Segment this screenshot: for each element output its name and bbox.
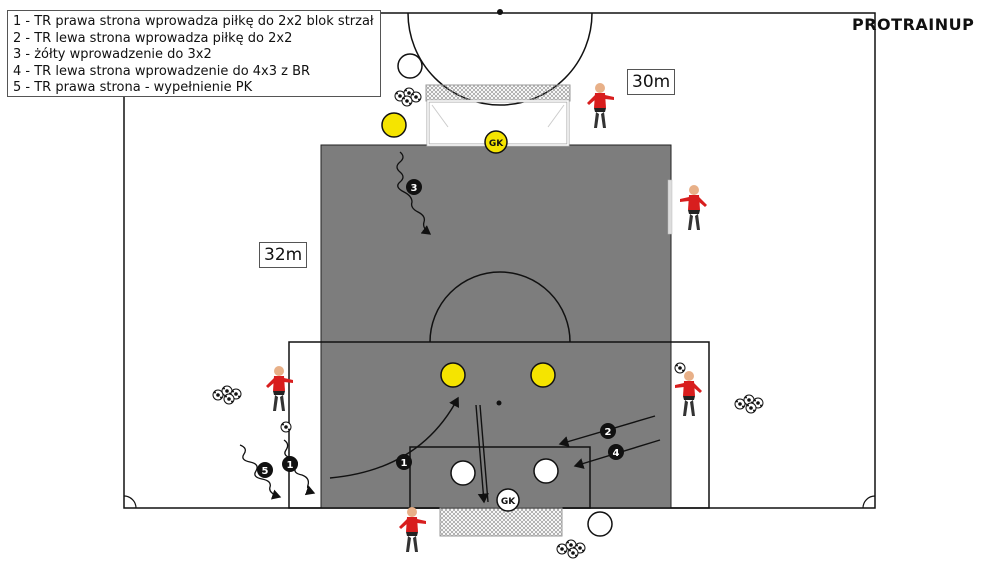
- yellow-player: [381, 112, 407, 138]
- penalty-spot: [496, 400, 502, 406]
- sequence-marker: 1: [282, 456, 298, 472]
- sequence-marker: 2: [600, 423, 616, 439]
- dribble-arrow-3: [396, 151, 432, 235]
- dimension-length-label: 32m: [259, 242, 308, 268]
- ball-icon: [674, 362, 686, 374]
- ball-cluster-icon: [734, 394, 764, 414]
- coach-figure: [680, 185, 707, 230]
- dribble-arrow-5: [239, 444, 282, 500]
- coach-figure: [675, 371, 702, 416]
- goalkeeper-label: GK: [501, 497, 516, 507]
- shot-arrow: [475, 404, 489, 504]
- svg-text:1: 1: [401, 458, 408, 469]
- yellow-player: [440, 362, 466, 388]
- svg-text:4: 4: [613, 448, 620, 459]
- yellow-player: [530, 362, 556, 388]
- center-spot: [497, 9, 503, 15]
- cone-top-left: [397, 53, 423, 79]
- legend-item: 3 - żółty wprowadzenie do 3x2: [13, 47, 212, 62]
- svg-text:1: 1: [287, 460, 294, 471]
- sequence-marker: 5: [257, 462, 273, 478]
- legend-item: 5 - TR prawa strona - wypełnienie PK: [13, 80, 253, 95]
- ball-cluster-icon: [556, 539, 586, 559]
- goalkeeper-bottom: GK: [496, 488, 520, 512]
- penalty-arc: [429, 271, 571, 343]
- brand-logo: PROTRAINUP: [852, 15, 975, 34]
- top-goal: [425, 84, 571, 147]
- bottom-goal: [439, 507, 563, 537]
- shot-arrow-line: [479, 404, 489, 503]
- goalkeeper-label: GK: [489, 139, 504, 149]
- coach-figure: [587, 83, 614, 128]
- svg-text:3: 3: [411, 183, 418, 194]
- legend-item: 1 - TR prawa strona wprowadza piłkę do 2…: [13, 14, 374, 29]
- exercise-legend: 1 - TR prawa strona wprowadza piłkę do 2…: [7, 10, 381, 97]
- svg-text:5: 5: [262, 466, 269, 477]
- ball-cluster-icon: [394, 87, 422, 107]
- white-player: [533, 458, 559, 484]
- svg-text:2: 2: [605, 427, 612, 438]
- goalkeeper-top: GK: [484, 130, 508, 154]
- legend-item: 4 - TR lewa strona wprowadzenie do 4x3 z…: [13, 63, 311, 79]
- ball-icon: [280, 421, 292, 433]
- side-gate-marker: [667, 179, 673, 235]
- legend-item: 2 - TR lewa strona wprowadza piłkę do 2x…: [13, 30, 293, 46]
- cone-bottom-right: [587, 511, 613, 537]
- sequence-marker: 1: [396, 454, 412, 470]
- corner-arc-left: [123, 495, 137, 509]
- sequence-marker: 3: [406, 179, 422, 195]
- white-player: [450, 460, 476, 486]
- coach-figure: [399, 507, 426, 552]
- center-circle-arc: [407, 12, 593, 106]
- dimension-width-label: 30m: [627, 69, 676, 95]
- pass-arrow-1: [329, 396, 460, 479]
- corner-arc-right: [862, 495, 876, 509]
- ball-cluster-icon: [212, 385, 242, 405]
- sequence-marker: 4: [608, 444, 624, 460]
